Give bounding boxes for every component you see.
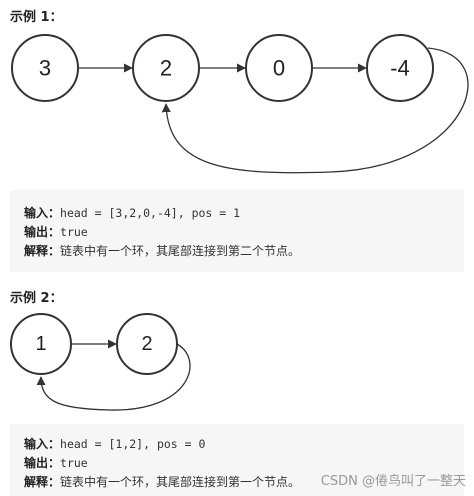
line-label: 输出：	[24, 456, 61, 470]
linked-list-diagram-1: 3 2 0 -4	[11, 34, 469, 174]
list-node: 0	[245, 34, 313, 102]
cycle-pointer-arrow	[36, 343, 191, 411]
line-label: 输出：	[24, 225, 61, 239]
csdn-watermark: CSDN @倦鸟叫了一整天	[320, 474, 466, 489]
explanation-line: 解释：链表中有一个环，其尾部连接到第二个节点。	[24, 242, 464, 261]
line-value: 链表中有一个环，其尾部连接到第二个节点。	[60, 244, 301, 258]
node-value: 2	[141, 333, 152, 355]
line-label: 解释：	[24, 244, 61, 258]
list-node: -4	[366, 34, 434, 102]
line-label: 输入：	[24, 437, 61, 451]
node-value: 0	[273, 56, 285, 81]
list-node: 3	[11, 34, 79, 102]
line-value: 链表中有一个环，其尾部连接到第一个节点。	[60, 475, 301, 489]
line-value: true	[60, 225, 88, 239]
node-value: -4	[390, 56, 410, 81]
node-circle	[11, 34, 79, 102]
example-2-heading: 示例 2：	[10, 291, 63, 306]
node-circle	[245, 34, 313, 102]
cycle-pointer-arrow	[161, 47, 469, 174]
explanation-line: 输出：true	[24, 454, 464, 473]
node-value: 3	[39, 56, 51, 81]
node-circle	[116, 313, 178, 375]
node-value: 1	[35, 333, 46, 355]
explanation-line: 输入：head = [1,2], pos = 0	[24, 435, 464, 454]
explanation-line: 输出：true	[24, 223, 464, 242]
list-node: 2	[116, 313, 178, 375]
node-circle	[366, 34, 434, 102]
node-circle	[132, 34, 200, 102]
line-value: head = [1,2], pos = 0	[60, 437, 206, 451]
example-1-heading: 示例 1：	[10, 10, 63, 25]
explanation-line: 输入：head = [3,2,0,-4], pos = 1	[24, 204, 464, 223]
line-value: true	[60, 456, 88, 470]
list-node: 2	[132, 34, 200, 102]
node-value: 2	[160, 56, 172, 81]
line-label: 解释：	[24, 475, 61, 489]
line-value: head = [3,2,0,-4], pos = 1	[60, 206, 241, 220]
node-circle	[10, 313, 72, 375]
list-node: 1	[10, 313, 72, 375]
line-label: 输入：	[24, 206, 61, 220]
explanation-line: 解释：链表中有一个环，其尾部连接到第一个节点。	[24, 473, 464, 492]
